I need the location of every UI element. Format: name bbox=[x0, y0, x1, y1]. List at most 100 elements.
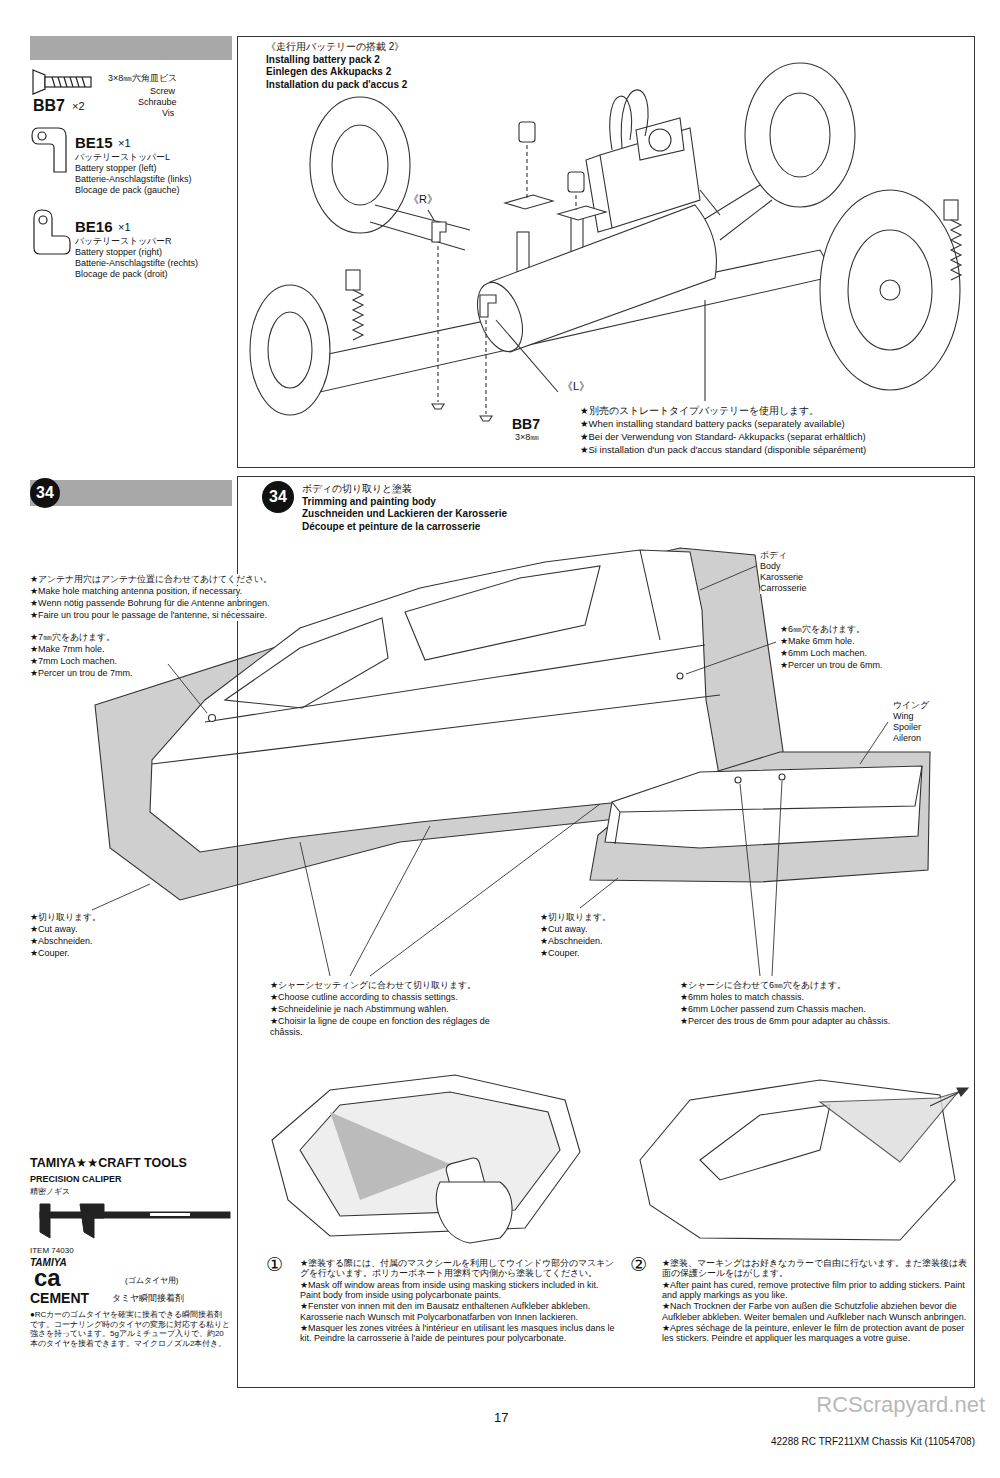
instruction-note: ボディ bbox=[760, 550, 787, 561]
instruction-note: Carrosserie bbox=[760, 583, 807, 594]
chassis-drawing bbox=[300, 250, 835, 392]
instruction-note: ★アンテナ用穴はアンテナ位置に合わせてあけてください。 bbox=[30, 574, 272, 585]
instruction-note: ★Cut away. bbox=[30, 924, 77, 935]
instruction-note: ★Percer un trou de 7mm. bbox=[30, 668, 133, 679]
advert-text: ITEM 74030 bbox=[30, 1246, 74, 1256]
chassis-drawing bbox=[370, 185, 772, 250]
note-group: ★塗装、マーキングはお好きなカラーで自由に行ないます。また塗装後は表面の保護シー… bbox=[662, 1258, 970, 1345]
chassis-drawing bbox=[649, 129, 671, 151]
callout-label: 《L》 bbox=[562, 380, 590, 393]
instruction-note: ★Make 6mm hole. bbox=[780, 636, 855, 647]
instruction-note: ★シャーシセッティングに合わせて切り取ります。 bbox=[270, 980, 476, 991]
painting-drawing bbox=[930, 1090, 964, 1106]
chassis-drawing bbox=[346, 270, 360, 290]
painting-drawing bbox=[330, 1112, 452, 1200]
note-group: ★塗装する際には、付属のマスクシールを利用してウインドウ部分のマスキングを行ない… bbox=[300, 1258, 618, 1345]
instruction-note: ★7㎜穴をあけます。 bbox=[30, 632, 115, 643]
part-label: Batterie-Anschlagstifte (links) bbox=[75, 174, 192, 185]
chassis-drawing bbox=[438, 246, 486, 414]
body-drawing bbox=[612, 766, 922, 844]
callout-label: 《R》 bbox=[408, 193, 438, 206]
step-title: Trimming and painting body bbox=[302, 496, 436, 509]
part-label: バッテリーストッパーR bbox=[75, 236, 172, 247]
instruction-note: ★Abschneiden. bbox=[540, 936, 603, 947]
chassis-drawing bbox=[332, 125, 388, 205]
part-label: ×1 bbox=[118, 221, 131, 234]
body-drawing bbox=[735, 777, 741, 783]
painting-drawing bbox=[436, 1182, 512, 1243]
instruction-note: ★6mm Löcher passend zum Chassis machen. bbox=[680, 1004, 866, 1015]
chassis-drawing bbox=[951, 220, 961, 280]
instruction-note: ★6mm Loch machen. bbox=[780, 648, 867, 659]
body-drawing bbox=[677, 673, 683, 679]
instruction-note: ★Nach Trocknen der Farbe von außen die S… bbox=[662, 1301, 970, 1322]
instruction-note: ★Si installation d'un pack d'accus stand… bbox=[580, 444, 866, 455]
chassis-drawing bbox=[820, 190, 960, 390]
step-number: ② bbox=[630, 1254, 647, 1277]
leader-line bbox=[92, 566, 888, 976]
body-drawing bbox=[779, 774, 785, 780]
chassis-drawing bbox=[568, 172, 584, 192]
chassis-drawing bbox=[880, 280, 900, 300]
part-label: BB7 bbox=[33, 96, 65, 115]
instruction-note: ★Percer un trou de 6mm. bbox=[780, 660, 883, 671]
step-title: 《走行用バッテリーの搭載 2》 bbox=[266, 41, 404, 54]
part-label: Blocage de pack (droit) bbox=[75, 269, 168, 280]
page-number: 17 bbox=[494, 1410, 508, 1426]
advert-text: TAMIYA★★CRAFT TOOLS bbox=[30, 1156, 187, 1171]
header-bar bbox=[30, 36, 232, 60]
advert-text: CEMENT bbox=[30, 1290, 89, 1307]
instruction-note: ★Schneidelinie je nach Abstimmung wählen… bbox=[270, 1004, 449, 1015]
part-icon bbox=[52, 77, 85, 87]
step-number: 34 bbox=[262, 481, 294, 513]
chassis-drawing bbox=[586, 155, 612, 232]
step-title: Zuschneiden und Lackieren der Karosserie bbox=[302, 508, 507, 521]
chassis-drawing bbox=[432, 222, 446, 242]
leader-line bbox=[92, 566, 888, 976]
step-title: Einlegen des Akkupacks 2 bbox=[266, 66, 391, 79]
part-label: Battery stopper (left) bbox=[75, 163, 157, 174]
instruction-note: ★Abschneiden. bbox=[30, 936, 93, 947]
instruction-note: ★Fenster von innen mit den im Bausatz en… bbox=[300, 1301, 618, 1322]
part-label: Batterie-Anschlagstifte (rechts) bbox=[75, 258, 198, 269]
instruction-note: ★Bei der Verwendung von Standard- Akkupa… bbox=[580, 431, 866, 442]
painting-drawing bbox=[300, 1092, 560, 1216]
body-drawing bbox=[209, 715, 216, 722]
advert-text: (ゴムタイヤ用) bbox=[125, 1276, 178, 1286]
step-panel: ボディの切り取りと塗装Trimming and painting bodyZus… bbox=[237, 476, 975, 1388]
chassis-drawing bbox=[490, 205, 716, 352]
instruction-note: ★切り取ります。 bbox=[30, 912, 101, 923]
part-label: ×1 bbox=[118, 137, 131, 150]
chassis-drawing bbox=[432, 404, 444, 409]
chassis-drawing bbox=[250, 63, 961, 421]
part-label: Schraube bbox=[138, 97, 177, 108]
instruction-note: Body bbox=[760, 561, 781, 572]
painting-drawing bbox=[957, 1088, 968, 1096]
body-drawing bbox=[605, 766, 922, 848]
chassis-drawing bbox=[610, 90, 720, 215]
advert-text: 精密ノギス bbox=[30, 1187, 70, 1197]
part-label: BE16 bbox=[75, 218, 113, 236]
instruction-note: ★シャーシに合わせて6㎜穴をあけます。 bbox=[680, 980, 846, 991]
part-icon bbox=[34, 210, 70, 254]
body-drawing bbox=[405, 566, 600, 660]
watermark: RCScrapyard.net bbox=[816, 1392, 985, 1418]
instruction-note: ★Apres séchage de la peinture, enlever l… bbox=[662, 1323, 970, 1344]
chassis-drawing bbox=[517, 232, 529, 272]
instruction-note: ★Make hole matching antenna position, if… bbox=[30, 586, 242, 597]
part-icon bbox=[39, 216, 47, 224]
step-title: Découpe et peinture de la carrosserie bbox=[302, 521, 480, 534]
instruction-note: ★切り取ります。 bbox=[540, 912, 611, 923]
chassis-drawing bbox=[745, 63, 855, 207]
step-number-text: 34 bbox=[36, 485, 54, 501]
caliper-drawing bbox=[40, 1212, 230, 1218]
step-title: Installing battery pack 2 bbox=[266, 54, 380, 67]
instruction-note: Aileron bbox=[893, 733, 921, 744]
advert-text: ca bbox=[34, 1266, 61, 1290]
body-drawing bbox=[590, 752, 930, 882]
chassis-drawing bbox=[250, 285, 330, 415]
instruction-note: ★別売のストレートタイプバッテリーを使用します。 bbox=[580, 405, 819, 416]
